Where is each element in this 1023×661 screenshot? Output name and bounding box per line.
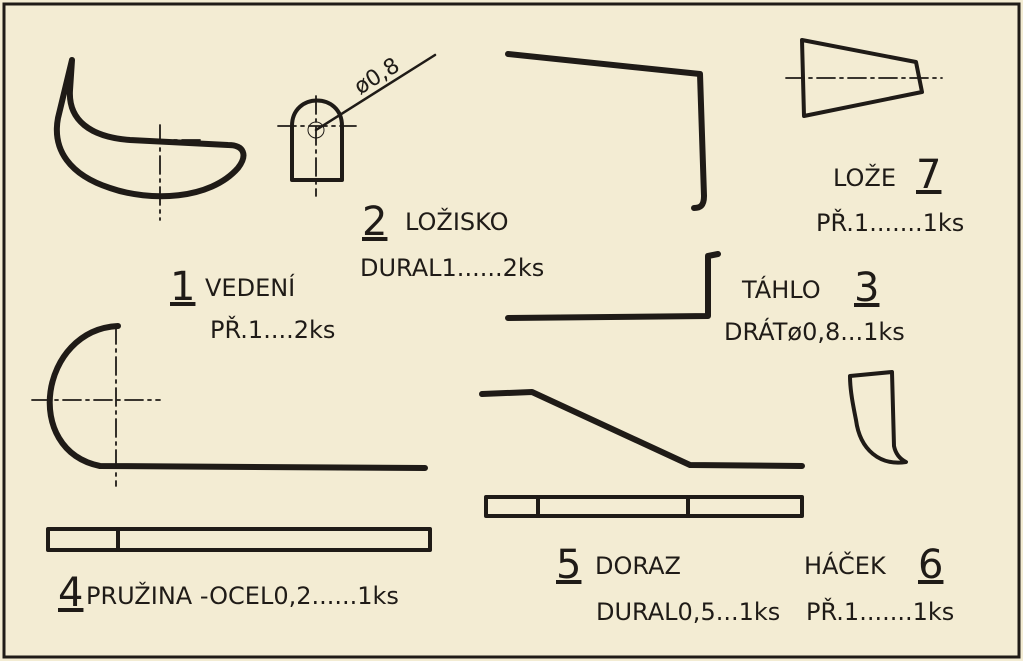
part-3-number: 3 [854,265,879,311]
part-1-vedeni-drawing [53,57,247,221]
part-5-number: 5 [556,542,581,588]
part-7-loze-drawing [785,38,943,118]
part-4-name: PRUŽINA -OCEL0,2......1ks [86,581,399,610]
part-7-number: 7 [916,152,941,198]
part-5-name: DORAZ [595,552,681,580]
part-2-spec: DURAL1......2ks [360,254,544,282]
part-2-name: LOŽISKO [405,207,508,236]
part-4-side-view [46,527,432,552]
part-5-side-view [484,495,804,518]
part-6-spec: PŘ.1.......1ks [806,597,954,626]
part-3-spec: DRÁTø0,8...1ks [724,317,905,346]
part-3-name: TÁHLO [741,275,821,304]
part-5-spec: DURAL0,5...1ks [596,598,780,626]
part-6-number: 6 [918,542,943,588]
part-6-hacek-drawing [848,370,908,465]
part-4-pruzina-drawing [31,323,432,552]
part-5-doraz-drawing [479,389,805,518]
part-3-tahlo-drawing [505,51,721,321]
dimension-leader-line [314,53,437,132]
part-1-number: 1 [170,264,195,310]
part-7-spec: PŘ.1.......1ks [816,208,964,237]
part-6-name: HÁČEK [804,550,887,580]
part-1-spec: PŘ.1....2ks [210,315,335,344]
part-4-number: 4 [58,570,83,616]
part-1-name: VEDENÍ [205,273,295,302]
part-2-lozisko-drawing [277,53,437,197]
part-2-number: 2 [362,199,387,245]
part-7-name: LOŽE [833,163,896,192]
